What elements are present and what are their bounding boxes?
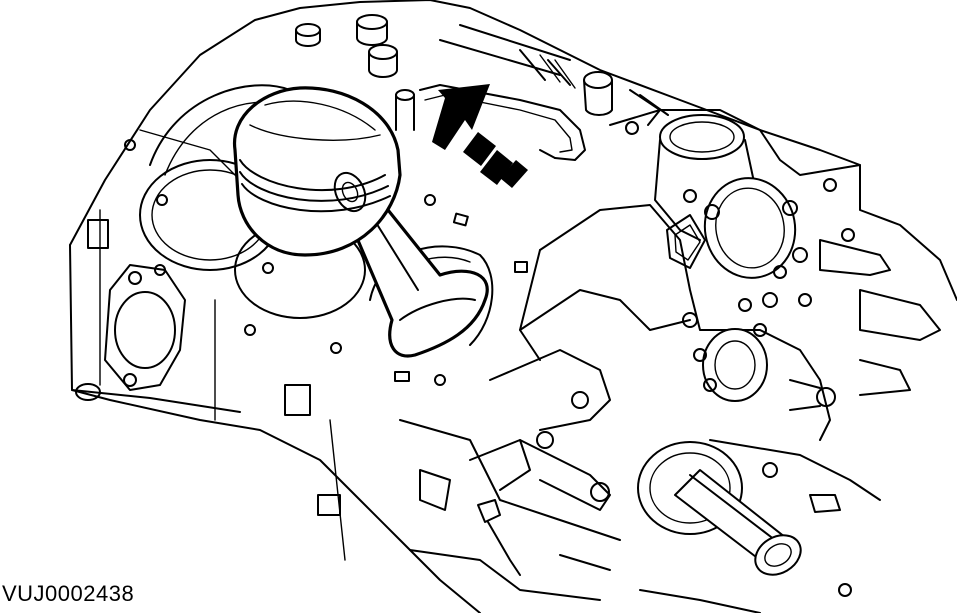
- left-mounting-flange: [75, 219, 341, 516]
- top-bosses: [295, 14, 669, 131]
- crankshaft-snout: [637, 439, 881, 597]
- piston-assembly: [232, 86, 489, 358]
- engine-block-outline: [69, 0, 957, 613]
- figure-code-label: VUJ0002438: [2, 581, 135, 606]
- install-direction-arrow: [432, 84, 528, 188]
- water-outlet-housing: [609, 109, 861, 312]
- water-pump-housing: [519, 204, 941, 441]
- front-bosses: [399, 349, 761, 613]
- front-bolt: [477, 499, 521, 576]
